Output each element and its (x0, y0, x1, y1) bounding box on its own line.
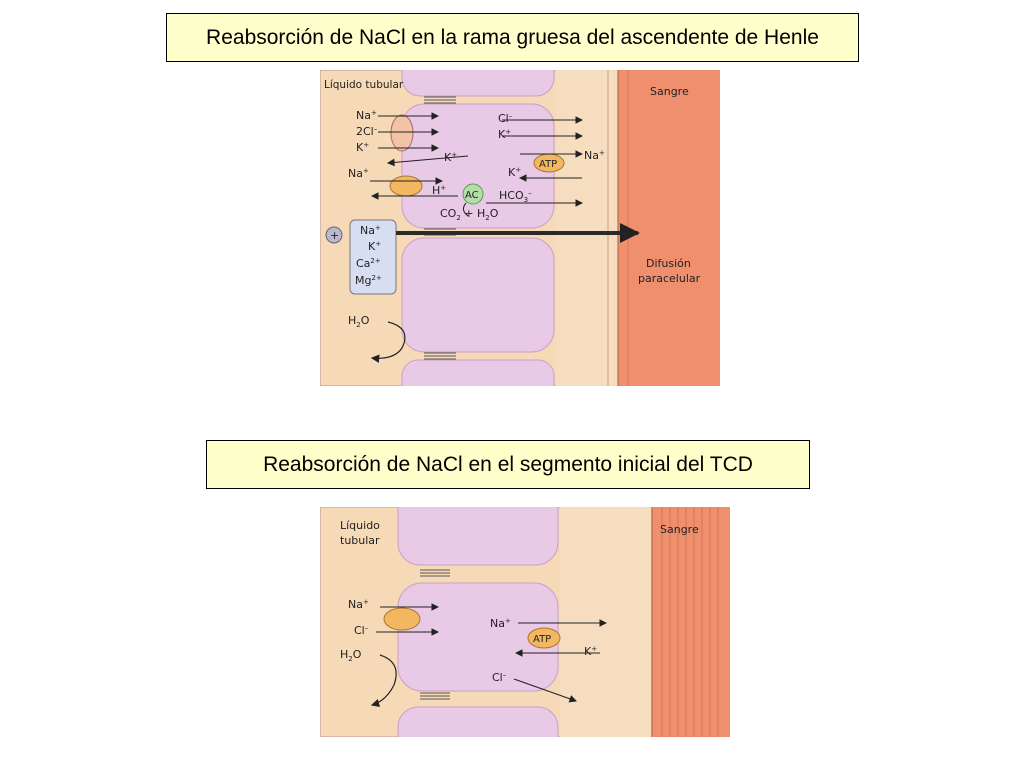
ncc-cotransporter (383, 607, 421, 631)
na-k-atpase (527, 627, 561, 649)
atpase-label: ATP (539, 159, 557, 170)
tight-junction-1 (420, 569, 450, 577)
para-ion-ca: Ca2+ (356, 257, 381, 270)
cotransporter-na-label: Na+ (356, 109, 377, 122)
nkcc2-cotransporter (390, 114, 414, 152)
k-recycling-label: K+ (444, 151, 457, 164)
pump-k-label: K+ (508, 166, 521, 179)
interstitium-region (556, 70, 618, 386)
pump-na-label: Na+ (490, 617, 511, 630)
water-label: H2O (348, 314, 370, 329)
carbonic-anhydrase-label: AC (465, 190, 479, 201)
hco3-label: HCO3– (499, 189, 532, 204)
para-ion-na: Na+ (360, 224, 381, 237)
diagram-henle-loop: Líquido tubular Sangre Na+ 2Cl– K+ K+ Na… (320, 70, 720, 386)
co2-h2o-label: CO2 + H2O (440, 207, 499, 222)
cotransporter-k-label: K+ (356, 141, 369, 154)
blood-label: Sangre (660, 523, 699, 536)
blood-region (652, 507, 730, 737)
basolateral-cl-label: Cl– (498, 112, 513, 125)
lumen-label-line1: Líquido (340, 519, 380, 532)
nhe3-exchanger (389, 175, 423, 197)
lumen-positive-charge (325, 226, 343, 244)
carbonic-anhydrase (462, 183, 484, 205)
title-henle: Reabsorción de NaCl en la rama gruesa de… (166, 13, 859, 62)
diffusion-label-line2: paracelular (638, 272, 701, 285)
para-ion-mg: Mg2+ (355, 274, 382, 287)
cotransporter-na-label: Na+ (348, 598, 369, 611)
tight-junction-3 (424, 352, 456, 360)
pump-na-label: Na+ (584, 149, 605, 162)
paracellular-ion-box (349, 219, 397, 295)
tight-junction-1 (424, 96, 456, 104)
diffusion-label-line1: Difusión (646, 257, 691, 270)
cl-exit-label: Cl– (492, 671, 507, 684)
cl-exit-arrow (513, 678, 578, 703)
lumen-label: Líquido tubular (324, 79, 404, 91)
blood-region (618, 70, 720, 386)
exchanger-h-label: H+ (432, 184, 446, 197)
title-tcd: Reabsorción de NaCl en el segmento inici… (206, 440, 810, 489)
pump-k-label: K+ (584, 645, 597, 658)
k-recycling-arrow (386, 155, 469, 167)
atpase-label: ATP (533, 634, 551, 645)
cell-top (397, 507, 559, 566)
cotransporter-cl-label: Cl– (354, 624, 369, 637)
interstitium-region (560, 507, 652, 737)
cell-bottom (401, 237, 555, 353)
cell-top (401, 70, 555, 97)
basolateral-k-label: K+ (498, 128, 511, 141)
cell-lowest (401, 359, 555, 386)
tight-junction-2 (420, 692, 450, 700)
blood-label: Sangre (650, 85, 689, 98)
cotransporter-cl-label: 2Cl– (356, 125, 378, 138)
cell-bottom (397, 706, 559, 737)
water-label: H2O (340, 648, 362, 663)
water-reflux-arrow (370, 654, 397, 708)
lumen-charge-label: + (330, 229, 339, 242)
diagram-dct: Líquido tubular Sangre Na+ Cl– H2O Na+ A… (320, 507, 730, 737)
water-reflux-arrow (370, 321, 406, 363)
lumen-label-line2: tubular (340, 534, 380, 547)
ac-reaction-curve (462, 202, 469, 217)
exchanger-na-label: Na+ (348, 167, 369, 180)
para-ion-k: K+ (368, 240, 381, 253)
